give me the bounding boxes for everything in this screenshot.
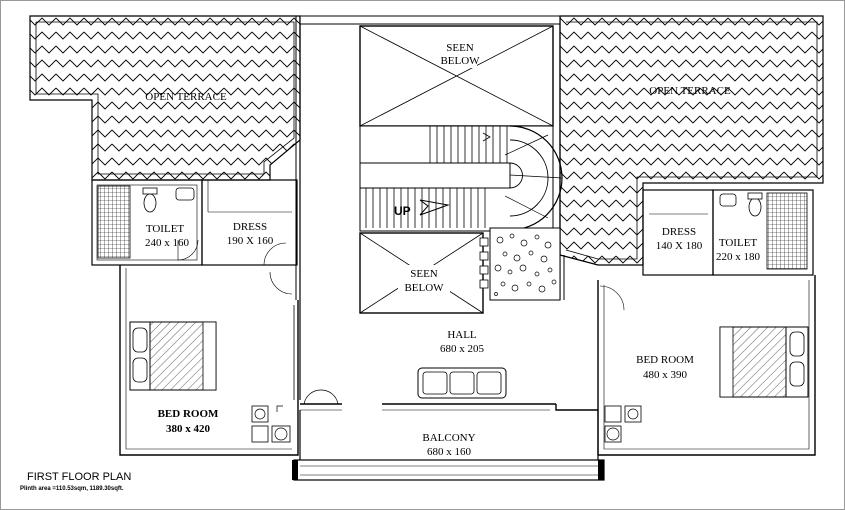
dress-right-size: 140 X 180 [656,240,703,252]
hall-size: 680 x 205 [440,343,485,355]
stair-direction-arrow-icon [419,199,450,216]
toilet-right-size: 220 x 180 [716,251,761,263]
seen-below-bottom-line1: SEEN [410,268,438,280]
terrace-left-label: OPEN TERRACE [145,91,227,103]
balcony: BALCONY 680 x 160 [292,410,605,481]
plan-title: FIRST FLOOR PLAN [27,471,131,483]
toilet-right-name: TOILET [719,237,758,249]
terrace-right: OPEN TERRACE [559,15,824,266]
bedroom-right-size: 480 x 390 [643,369,688,381]
balcony-name: BALCONY [422,432,475,444]
dress-left-name: DRESS [233,221,267,233]
bedroom-left-size: 380 x 420 [166,423,211,435]
dress-left: DRESS 190 X 160 [201,179,298,266]
toilet-left-name: TOILET [146,223,185,235]
hall: HALL 680 x 205 [293,300,598,411]
terrace-left: OPEN TERRACE [29,15,301,181]
bedroom-right-name: BED ROOM [636,354,694,366]
stair-treads-lower [365,188,486,228]
stair-treads-upper [429,126,508,163]
dress-right-name: DRESS [662,226,696,238]
seen-below-top-line2: BELOW [440,55,480,67]
hall-name: HALL [447,329,477,341]
plan-subtitle: Plinth area =110.53sqm, 1189.30sqft. [20,486,124,492]
stair-up-label: UP [394,204,411,218]
toilet-right: TOILET 220 x 180 [712,189,814,276]
pebble-garden [479,227,561,301]
toilet-left-size: 240 x 160 [145,237,190,249]
toilet-left: TOILET 240 x 160 [91,179,203,266]
balcony-size: 680 x 160 [427,446,472,458]
seen-below-bottom-line2: BELOW [404,282,444,294]
stair-core: SEEN BELOW [295,15,565,314]
bedroom-left-name: BED ROOM [158,408,219,420]
dress-right: DRESS 140 X 180 [642,189,714,276]
terrace-right-label: OPEN TERRACE [649,85,731,97]
seen-below-top-line1: SEEN [446,42,474,54]
dress-left-size: 190 X 160 [227,235,274,247]
bedroom-right: BED ROOM 480 x 390 [597,275,816,456]
bedroom-left: BED ROOM 380 x 420 [119,265,299,456]
